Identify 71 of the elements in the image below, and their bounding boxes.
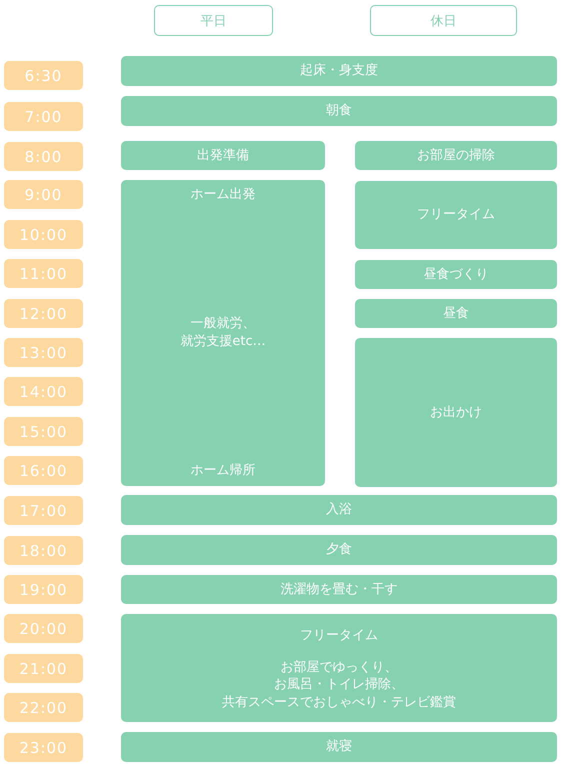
activity-box xyxy=(121,180,325,486)
activity-box xyxy=(121,96,557,126)
activity-text: お出かけ xyxy=(430,404,482,422)
time-label xyxy=(4,338,83,367)
activity-text: 朝食 xyxy=(326,102,352,120)
column-header xyxy=(370,5,517,36)
activity-text: ホーム帰所 xyxy=(190,462,256,480)
activity-text: 出発準備 xyxy=(197,146,249,164)
time-label xyxy=(4,614,83,643)
activity-text: 21:00 xyxy=(19,660,68,678)
activity-text: 11:00 xyxy=(19,264,68,282)
activity-box xyxy=(355,338,557,487)
activity-text: 14:00 xyxy=(19,382,68,400)
time-label xyxy=(4,180,83,209)
activity-box xyxy=(121,495,557,525)
time-label xyxy=(4,536,83,565)
activity-text: 23:00 xyxy=(19,738,68,756)
activity-text: 20:00 xyxy=(19,620,68,638)
activity-box xyxy=(121,56,557,86)
activity-text: 9:00 xyxy=(24,186,62,204)
activity-text: 19:00 xyxy=(19,580,68,598)
time-label xyxy=(4,102,83,131)
activity-text: 18:00 xyxy=(19,542,68,560)
time-label xyxy=(4,733,83,762)
activity-text: 洗濯物を畳む・干す xyxy=(280,580,398,598)
activity-box xyxy=(121,575,557,604)
time-label xyxy=(4,220,83,249)
activity-text: 6:30 xyxy=(24,66,62,84)
activity-text: 入浴 xyxy=(326,501,352,519)
activity-text: 10:00 xyxy=(19,226,68,244)
activity-text: 22:00 xyxy=(19,698,68,716)
activity-box xyxy=(355,299,557,328)
time-label xyxy=(4,456,83,485)
time-label xyxy=(4,142,83,171)
activity-box xyxy=(355,141,557,170)
activity-text: 昼食 xyxy=(443,304,469,322)
activity-text: お部屋の掃除 xyxy=(417,146,495,164)
activity-text: 8:00 xyxy=(24,148,62,166)
activity-text: 昼食づくり xyxy=(424,266,488,284)
time-label xyxy=(4,575,83,604)
activity-box xyxy=(121,141,325,170)
activity-box xyxy=(355,181,557,249)
time-label xyxy=(4,299,83,328)
activity-box xyxy=(121,535,557,565)
activity-text: 15:00 xyxy=(19,422,68,440)
activity-text: 12:00 xyxy=(19,304,68,322)
time-label xyxy=(4,654,83,683)
activity-box xyxy=(121,614,557,722)
time-label xyxy=(4,693,83,722)
activity-text: 13:00 xyxy=(19,344,68,362)
activity-text: 17:00 xyxy=(19,502,68,520)
activity-text: ホーム出発 xyxy=(190,186,256,204)
activity-text: 16:00 xyxy=(19,462,68,480)
activity-text: 就寝 xyxy=(326,738,352,756)
activity-text: フリータイム xyxy=(417,206,495,224)
activity-text: フリータイム xyxy=(300,627,378,645)
time-label xyxy=(4,259,83,288)
activity-box xyxy=(355,260,557,289)
time-label xyxy=(4,61,83,90)
activity-text: 休日 xyxy=(430,12,456,30)
column-header xyxy=(154,5,273,36)
activity-text: 起床・身支度 xyxy=(300,62,378,80)
activity-text: 夕食 xyxy=(326,541,352,559)
activity-text: 一般就労、就労支援etc… xyxy=(180,315,266,351)
activity-text: 平日 xyxy=(200,12,226,30)
activity-box xyxy=(121,732,557,762)
time-label xyxy=(4,417,83,446)
activity-text: 7:00 xyxy=(24,108,62,126)
time-label xyxy=(4,496,83,525)
time-label xyxy=(4,377,83,406)
activity-text: お部屋でゆっくり、お風呂・トイレ掃除、共有スペースでおしゃべり・テレビ鑑賞 xyxy=(222,658,456,712)
